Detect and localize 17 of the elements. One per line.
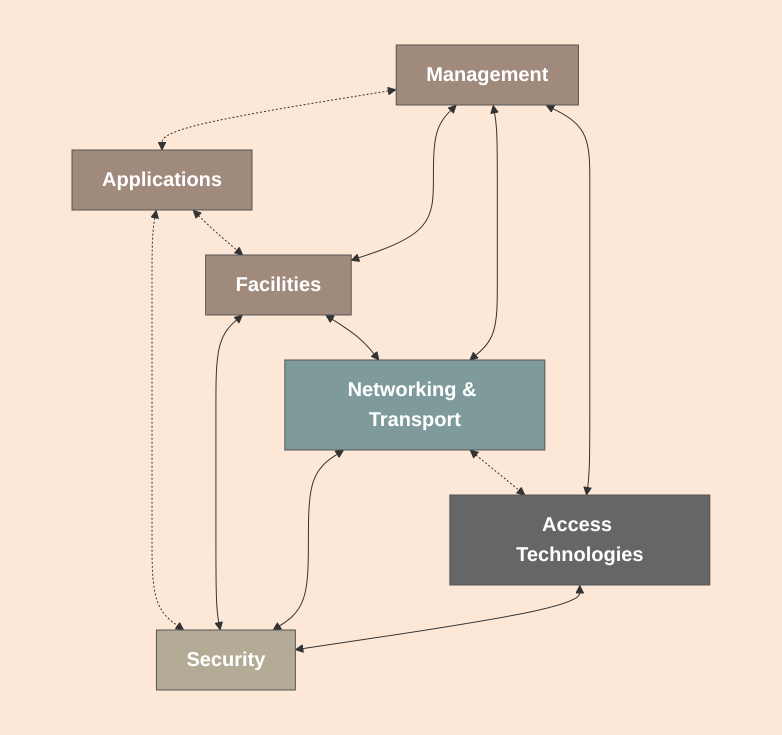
arrow bbox=[470, 105, 500, 360]
arrow bbox=[158, 86, 396, 150]
arrow bbox=[150, 210, 184, 630]
arrow bbox=[326, 314, 380, 360]
arrow bbox=[470, 450, 526, 496]
arrow bbox=[350, 104, 457, 262]
node-box: Security bbox=[156, 629, 296, 690]
node-box: Facilities bbox=[205, 254, 352, 316]
node-box: Applications bbox=[72, 150, 253, 210]
arrow bbox=[192, 210, 244, 256]
node-box: Access Technologies bbox=[449, 494, 710, 586]
arrow bbox=[295, 584, 584, 653]
node-box: Networking & Transport bbox=[284, 360, 546, 450]
arrow bbox=[546, 104, 592, 496]
arrow bbox=[214, 314, 243, 630]
node-box: Management bbox=[396, 44, 580, 106]
arrow bbox=[272, 450, 344, 630]
